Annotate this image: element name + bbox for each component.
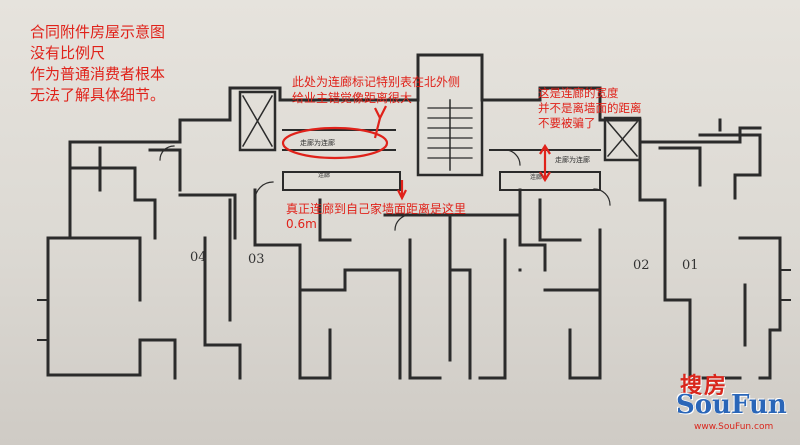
note-line: 真正连廊到自己家墙面距离是这里 [286, 202, 467, 216]
watermark-en: SouFun [676, 390, 787, 420]
note-line: 给业主错觉像距离很大 [292, 91, 413, 105]
watermark-url: www.SouFun.com [694, 422, 774, 432]
unit-label-03: 03 [248, 252, 265, 267]
note-line: 此处为连廊标记特别表在北外侧 [292, 75, 461, 89]
note-real-distance: 真正连廊到自己家墙面距离是这里 0.6m [286, 202, 466, 232]
note-line: 无法了解具体细节。 [30, 86, 166, 104]
soufun-watermark: 搜房 SouFun www.SouFun.com [676, 368, 794, 438]
note-corridor-width: 这是连廊的宽度 并不是离墙面的距离 不要被骗了 [538, 86, 642, 131]
note-line: 0.6m [286, 217, 317, 231]
corridor-label-right: 走廊为连廊 [555, 156, 590, 164]
note-line: 并不是离墙面的距离 [538, 101, 642, 115]
watermark-cn: 搜房 [680, 374, 729, 399]
note-line: 这是连廊的宽度 [538, 86, 619, 100]
note-line: 没有比例尺 [30, 44, 106, 62]
note-contract-diagram: 合同附件房屋示意图 没有比例尺 作为普通消费者根本 无法了解具体细节。 [30, 22, 165, 106]
note-line: 合同附件房屋示意图 [30, 23, 166, 41]
note-line: 不要被骗了 [538, 116, 596, 130]
unit-label-02: 02 [633, 258, 650, 273]
unit-label-01: 01 [682, 258, 699, 273]
corridor-circle [281, 126, 389, 160]
unit-label-04: 04 [190, 250, 207, 265]
small-label-right: 连廊 [530, 174, 543, 181]
note-corridor-marking: 此处为连廊标记特别表在北外侧 给业主错觉像距离很大 [292, 74, 460, 106]
small-label-left: 连廊 [318, 172, 331, 179]
corridor-label-left: 走廊为连廊 [300, 139, 335, 147]
note-line: 作为普通消费者根本 [30, 65, 166, 83]
